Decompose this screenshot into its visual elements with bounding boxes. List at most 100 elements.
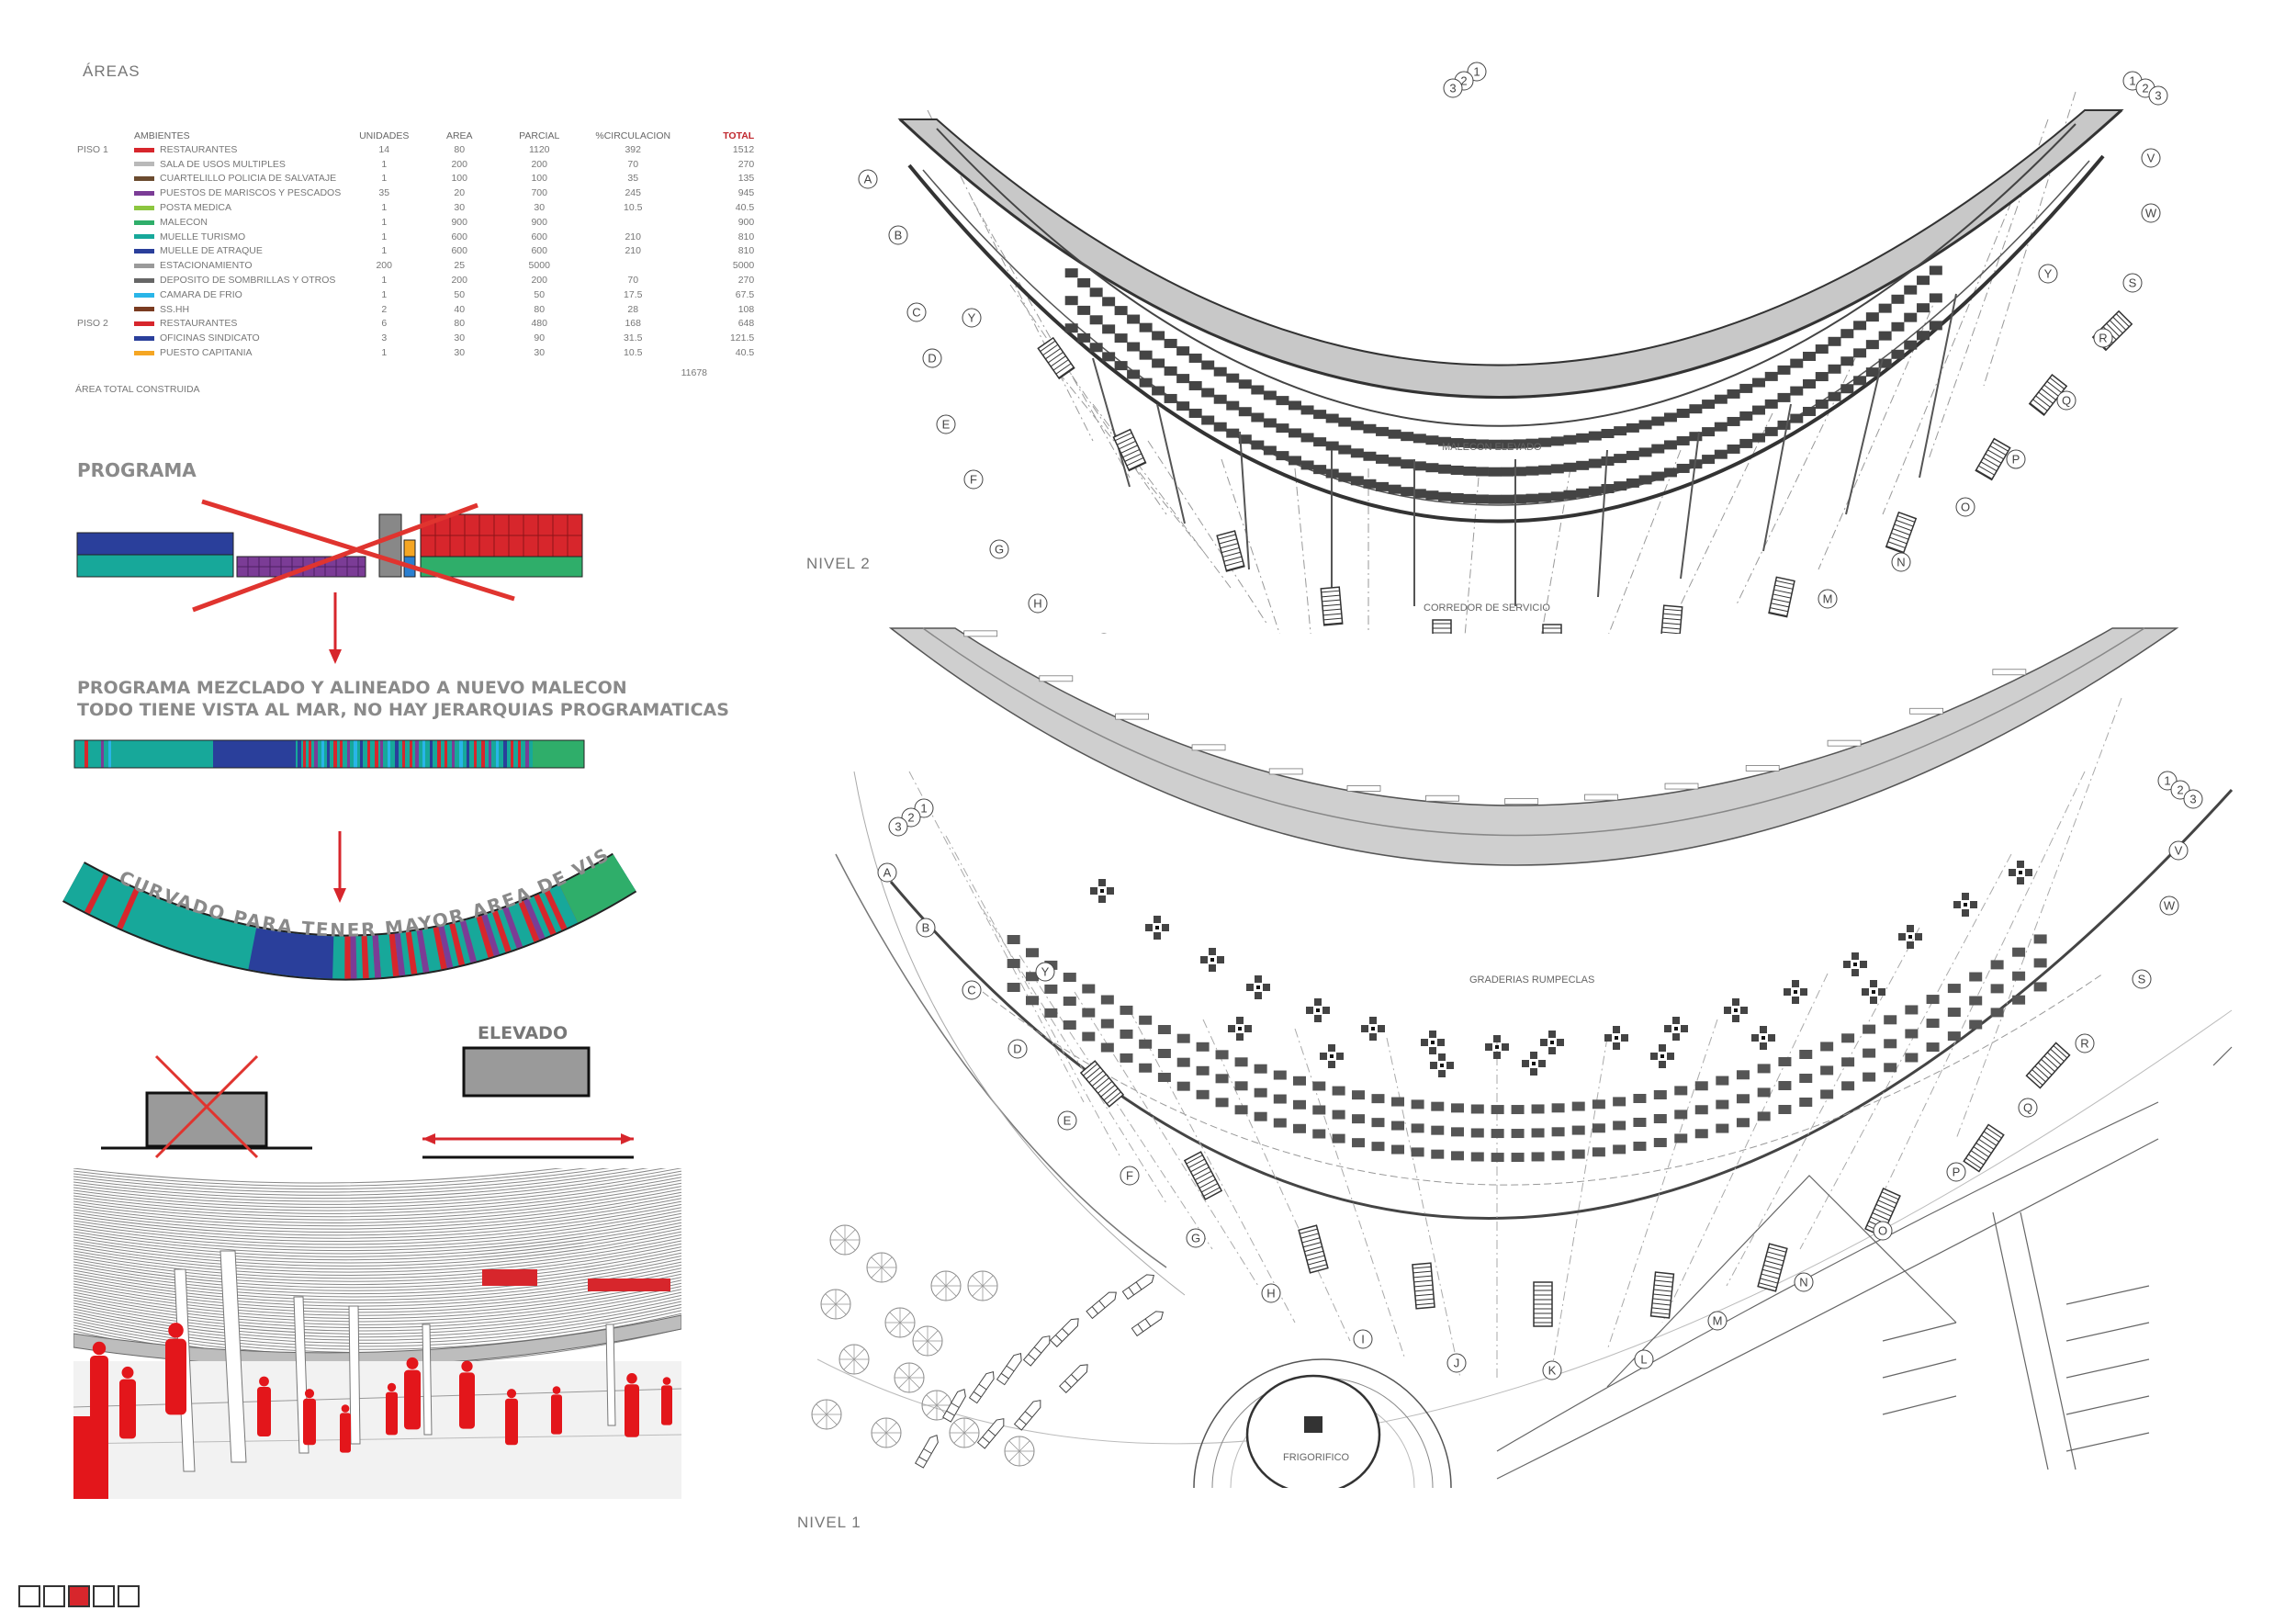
ambiente-name: MUELLE DE ATRAQUE [160, 245, 263, 257]
circ-cell: 17.5 [624, 288, 643, 300]
mixed-strip-stripes [84, 740, 529, 768]
block-blue [76, 532, 234, 556]
circ-cell: 392 [625, 143, 641, 155]
table-mark [1338, 445, 1352, 455]
palm-tree [866, 1252, 897, 1283]
plan-level1: GRADERIAS RUMPECLAS FRIGORIFICO ABCDEFGH… [808, 627, 2250, 1488]
block-grey-tower [378, 513, 402, 578]
boat [1050, 1318, 1079, 1347]
table-mark [1538, 492, 1552, 502]
total-cell: 135 [737, 173, 755, 185]
person [404, 1369, 421, 1430]
table-mark [1234, 1057, 1248, 1067]
table-mark [1863, 1072, 1876, 1082]
ambiente-cell: RESTAURANTES [129, 142, 346, 157]
ambiente-name: CAMARA DE FRIO [160, 288, 242, 300]
table-mark [1571, 1149, 1585, 1159]
umbrella-table [1604, 1026, 1628, 1050]
svg-text:3: 3 [2155, 89, 2161, 103]
person [121, 1366, 134, 1379]
table-mark [1525, 466, 1539, 476]
table-mark [1391, 1097, 1405, 1107]
total-cell: 1512 [732, 143, 755, 155]
page-box-2[interactable] [43, 1585, 65, 1607]
table-mark [1157, 1024, 1171, 1034]
table-mark [1576, 433, 1590, 443]
table-mark [1613, 1121, 1626, 1131]
table-mark [1176, 1081, 1190, 1091]
stair [2025, 1042, 2071, 1089]
palm-tree [811, 1399, 842, 1430]
area-cell: 200 [451, 158, 467, 170]
table-mark [1626, 422, 1639, 433]
color-swatch [134, 263, 154, 268]
table-mark [1905, 1053, 1919, 1063]
ambiente-name: DEPOSITO DE SOMBRILLAS Y OTROS [160, 275, 336, 287]
table-mark [1764, 371, 1778, 381]
partial-cell: 600 [531, 231, 547, 242]
partial-cell: 480 [531, 318, 547, 330]
units-cell: 1 [381, 347, 388, 359]
axis-bubble: L [1634, 1349, 1654, 1369]
plan-level2: MALECON ELEVADO CORREDOR DE SERVICIO ABC… [858, 62, 2168, 690]
table-mark [1613, 1144, 1626, 1155]
svg-text:W: W [2145, 207, 2157, 220]
axis-bubble: A [858, 169, 878, 189]
table-mark [1865, 340, 1879, 350]
boat [1022, 1335, 1051, 1367]
strip-segment [410, 740, 412, 768]
table-mark [1531, 1128, 1545, 1138]
axis-bubble: 3 [2183, 789, 2203, 809]
table-mark [1663, 412, 1677, 422]
circ-cell: 70 [627, 275, 639, 287]
strip-segment [415, 740, 419, 768]
color-swatch [134, 277, 154, 283]
person [661, 1385, 672, 1425]
page-box-3-active[interactable] [68, 1585, 90, 1607]
page-box-4[interactable] [93, 1585, 115, 1607]
table-mark [1638, 475, 1652, 485]
table-mark [1152, 331, 1165, 341]
area-cell: 30 [454, 347, 466, 359]
boat [1131, 1311, 1165, 1337]
table-mark [1926, 995, 1940, 1005]
table-mark [1176, 346, 1190, 356]
svg-text:N: N [1896, 556, 1905, 569]
axis-bubble: H [1261, 1283, 1281, 1303]
table-mark [1332, 1109, 1345, 1120]
axis-bubble: M [1818, 589, 1838, 609]
grid-lines-level1 [908, 697, 2122, 1379]
page-box-5[interactable] [118, 1585, 140, 1607]
table-mark [1044, 984, 1058, 994]
table-mark [1120, 1029, 1133, 1039]
svg-text:O: O [1878, 1224, 1887, 1238]
table-mark [1841, 1057, 1855, 1067]
table-mark [1391, 1121, 1405, 1131]
table-mark [1878, 331, 1892, 341]
corredor-label: CORREDOR DE SERVICIO [1424, 603, 1550, 614]
table-mark [1114, 306, 1128, 316]
table-mark [1338, 472, 1352, 482]
total-label: ÁREA TOTAL CONSTRUIDA [75, 383, 200, 395]
table-mark [1865, 312, 1879, 322]
umbrella-table [1862, 980, 1885, 1004]
table-mark [1371, 1094, 1385, 1104]
table-mark [1601, 428, 1615, 438]
table-mark [1350, 421, 1364, 431]
table-mark [1488, 467, 1502, 477]
table-mark [1313, 410, 1327, 420]
svg-text:F: F [970, 473, 977, 487]
table-mark [1127, 314, 1141, 324]
floor-label [72, 331, 129, 345]
ambiente-name: RESTAURANTES [160, 318, 238, 330]
table-mark [1614, 426, 1627, 436]
page-box-1[interactable] [18, 1585, 40, 1607]
table-mark [1929, 293, 1942, 303]
table-mark [1376, 454, 1390, 464]
axis-bubble: V [2141, 148, 2161, 168]
svg-text:M: M [1823, 592, 1833, 606]
table-mark [2033, 934, 2047, 944]
area-cell: 80 [454, 318, 466, 330]
